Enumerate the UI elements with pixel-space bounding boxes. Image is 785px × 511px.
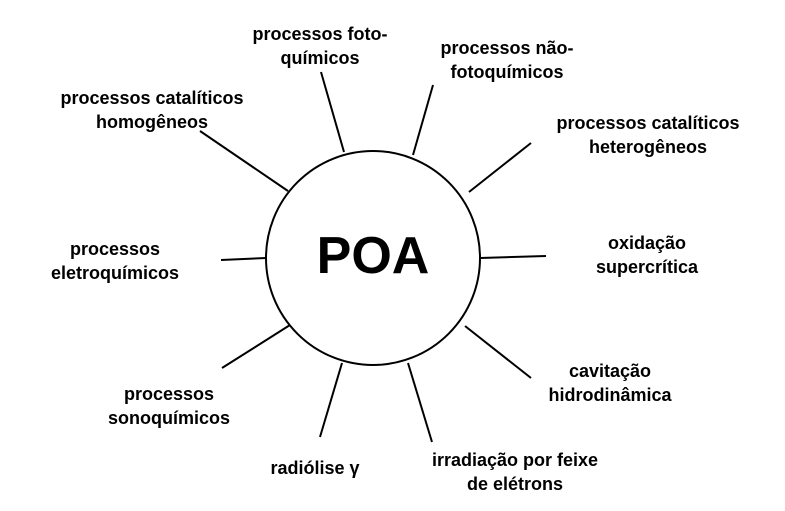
branch-line: irradiação por feixe — [431, 450, 599, 470]
branch-line: oxidação — [607, 233, 687, 253]
branch-line: processos — [69, 239, 161, 259]
connector-fotoquimicos — [320, 71, 345, 153]
branch-line: sonoquímicos — [107, 408, 230, 428]
connector-irradiacao — [407, 362, 433, 443]
connector-nao-fotoquimicos — [412, 84, 434, 156]
branch-sonoquimicos: processos sonoquímicos — [94, 382, 244, 430]
branch-line: fotoquímicos — [450, 62, 564, 82]
connector-eletroquimicos — [220, 257, 267, 261]
center-label: POA — [316, 227, 430, 285]
branch-fotoquimicos: processos foto- químicos — [220, 22, 420, 70]
branch-line: processos não- — [440, 38, 574, 58]
branch-cavitacao: cavitação hidrodinâmica — [520, 359, 700, 407]
branch-irradiacao: irradiação por feixe de elétrons — [405, 448, 625, 496]
branch-line: cavitação — [568, 361, 652, 381]
connector-radiolise — [319, 362, 343, 438]
branch-line: processos catalíticos — [60, 88, 244, 108]
branch-line: supercrítica — [595, 257, 699, 277]
connector-homogeneos — [199, 130, 289, 192]
branch-line: processos catalíticos — [556, 113, 740, 133]
branch-homogeneos: processos catalíticos homogêneos — [32, 86, 272, 134]
branch-line: eletroquímicos — [50, 263, 180, 283]
branch-line: processos foto- — [252, 24, 388, 44]
branch-line: de elétrons — [466, 474, 564, 494]
branch-line: químicos — [280, 48, 360, 68]
branch-line: heterogêneos — [588, 137, 708, 157]
branch-heterogeneos: processos catalíticos heterogêneos — [528, 111, 768, 159]
branch-line: hidrodinâmica — [548, 385, 672, 405]
connector-sonoquimicos — [221, 324, 291, 369]
branch-radiolise: radiólise γ — [240, 456, 390, 480]
connector-heterogeneos — [468, 142, 532, 193]
branch-eletroquimicos: processos eletroquímicos — [40, 237, 190, 285]
branch-supercritica: oxidação supercrítica — [572, 231, 722, 279]
connector-supercritica — [479, 255, 547, 259]
branch-line: radiólise γ — [270, 458, 360, 478]
branch-nao-fotoquimicos: processos não- fotoquímicos — [407, 36, 607, 84]
branch-line: homogêneos — [95, 112, 208, 132]
branch-line: processos — [123, 384, 215, 404]
connector-cavitacao — [464, 325, 532, 379]
